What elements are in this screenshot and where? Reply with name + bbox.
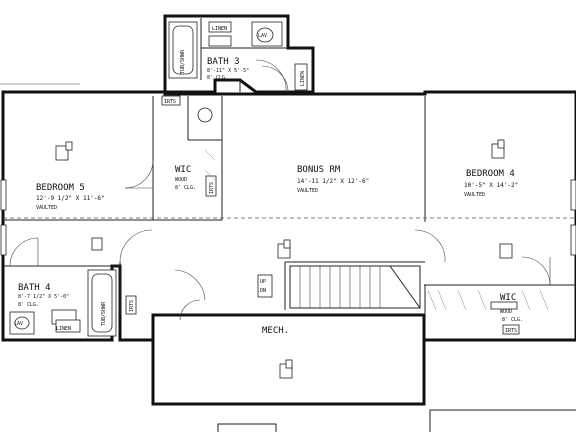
bath4-fixtures <box>9 269 137 337</box>
misc-labels-boxes <box>161 95 520 335</box>
bath3-fixtures <box>168 21 308 123</box>
bonus-note: VAULTED <box>297 188 318 194</box>
bath3-dim: 8'-11" X 5'-5" <box>207 68 249 74</box>
mech-walls <box>151 313 426 406</box>
bath4-name: BATH 4 <box>18 283 51 293</box>
bedroom5-note: VAULTED <box>36 205 57 211</box>
interior-walls <box>3 18 576 315</box>
irts-label-top: IRTS <box>164 99 176 105</box>
bonus-name: BONUS RM <box>297 165 341 175</box>
bath3-lav-label: LAV <box>258 33 267 39</box>
bath3-linen-label: LINEN <box>212 26 227 32</box>
bath4-lav-label: LAV <box>14 321 23 327</box>
wic-right-sub: WOOD <box>500 309 512 315</box>
irts-label-wic: IRTS <box>209 182 215 194</box>
fixture-labels: LINEN LAV TUB/SHWR LINEN IRTS IRTS TUB/S… <box>14 26 517 334</box>
door-swings <box>9 59 551 321</box>
room-labels: BATH 3 8'-11" X 5'-5" 8' CLG. BEDROOM 5 … <box>18 57 523 336</box>
electrical-symbols <box>55 139 513 379</box>
irts-label-wic-right: IRTS <box>505 328 517 334</box>
bedroom5-dim: 12'-9 1/2" X 11'-6" <box>36 195 105 202</box>
irts-label-bath4: IRTS <box>129 300 135 312</box>
bedroom4-name: BEDROOM 4 <box>466 169 515 179</box>
stair-dn-label: DN <box>260 288 266 294</box>
mech-name: MECH. <box>262 326 289 336</box>
bath3-tub-label: TUB/SHWR <box>180 49 186 74</box>
bath4-linen-label: LINEN <box>56 326 71 332</box>
site-lines <box>0 83 576 432</box>
bath3-note: 8' CLG. <box>207 75 228 81</box>
wic-right-note: 8' CLG. <box>502 317 523 323</box>
exterior-walls <box>1 14 576 406</box>
wic-left-sub: WOOD <box>175 177 187 183</box>
bonus-dim: 14'-11 1/2" X 12'-6" <box>297 178 369 185</box>
bedroom4-dim: 10'-5" X 14'-2" <box>464 182 518 189</box>
windows <box>0 179 576 256</box>
bath4-dim: 8'-7 1/2" X 5'-0" <box>18 294 69 300</box>
bedroom4-note: VAULTED <box>464 192 485 198</box>
bedroom5-name: BEDROOM 5 <box>36 183 85 193</box>
bath3-linen-closet-label: LINEN <box>300 71 306 86</box>
wic-left-note: 8' CLG. <box>175 185 196 191</box>
wic-right-name: WIC <box>500 293 516 303</box>
bath4-note: 8' CLG. <box>18 302 39 308</box>
wic-left-name: WIC <box>175 165 191 175</box>
staircase <box>284 261 425 310</box>
stair-up-label: UP <box>260 279 266 285</box>
bath3-name: BATH 3 <box>207 57 240 67</box>
cabinet-hatching <box>204 149 549 311</box>
bath4-tub-label: TUB/SHWR <box>101 301 107 326</box>
